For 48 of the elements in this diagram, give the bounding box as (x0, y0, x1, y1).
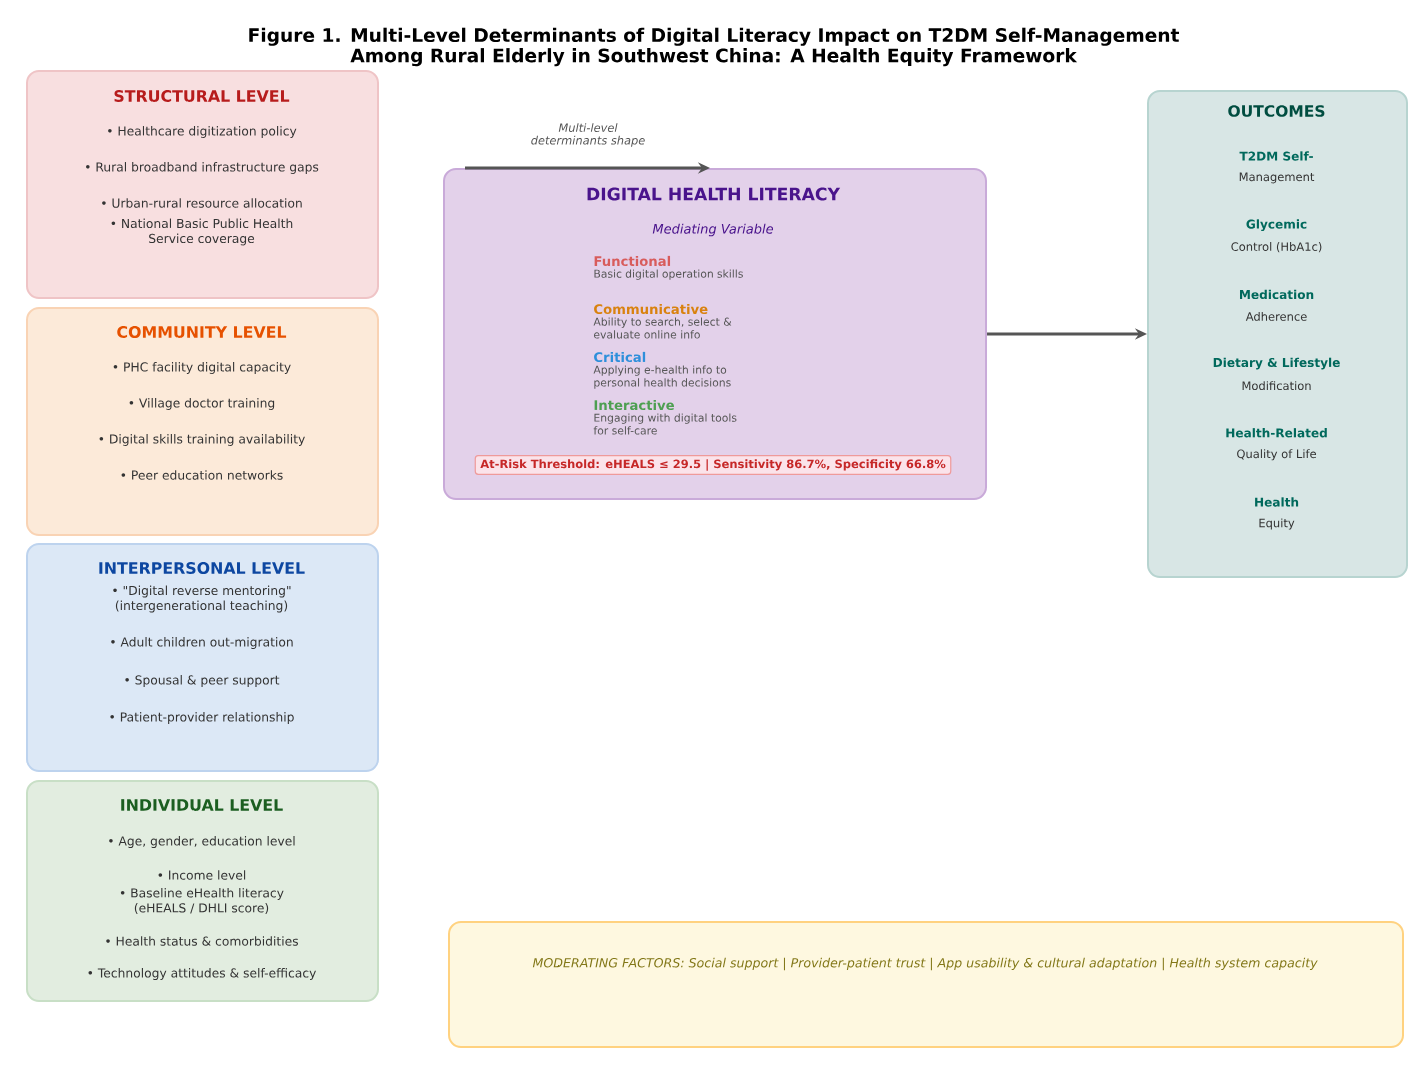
outcome-item: T2DM Self- (1239, 151, 1313, 161)
dimension-heading: Interactive (594, 399, 674, 411)
bullet-item: • Income level (158, 870, 246, 880)
bullet-item: • Baseline eHealth literacy (eHEALS / DHLI score) (120, 888, 284, 914)
factor-list: MODERATING FACTORS: Social support | Provider-patient trust | App usability & cultural adaptation | Health system capacity (532, 957, 1318, 971)
dimension-heading: Functional (594, 255, 671, 267)
bullet-item: • Patient-provider relationship (110, 712, 294, 724)
dimension-heading: Communicative (594, 303, 708, 315)
dimension-description: Ability to search, select & evaluate online info (593, 317, 732, 339)
bullet-item: • National Basic Public Health Service coverage (111, 218, 293, 246)
dimension-description: Basic digital operation skills (594, 269, 743, 280)
threshold-box: At-Risk Threshold: eHEALS ≤ 29.5 | Sensitivity 86.7%, Specificity 66.8% (474, 455, 952, 475)
bullet-item: • Peer education networks (121, 470, 283, 480)
bullet-item: • Rural broadband infrastructure gaps (86, 162, 319, 174)
box-subtitle: Mediating Variable (652, 223, 774, 237)
dimension-heading: Critical (594, 351, 646, 363)
outcome-item: Health (1255, 497, 1299, 507)
bullet-item: • Adult children out-migration (111, 637, 293, 649)
outcome-item: Dietary & Lifestyle (1213, 357, 1340, 370)
bullet-item: • "Digital reverse mentoring" (intergenerational teaching) (113, 585, 291, 613)
box-heading: INDIVIDUAL LEVEL (121, 799, 283, 811)
bullet-item: • Village doctor training (129, 398, 275, 410)
outcome-detail: Quality of Life (1237, 449, 1316, 461)
box-heading: COMMUNITY LEVEL (117, 326, 287, 338)
outcome-detail: Management (1239, 172, 1315, 184)
box-heading: DIGITAL HEALTH LITERACY (587, 187, 841, 201)
outcome-item: Glycemic (1246, 219, 1307, 232)
bullet-item: • Urban-rural resource allocation (102, 198, 302, 208)
box-heading: OUTCOMES (1228, 105, 1325, 117)
dimension-description: Engaging with digital tools for self-care (593, 413, 737, 435)
bullet-item: • Health status & comorbidities (106, 936, 298, 946)
bullet-item: • PHC facility digital capacity (113, 362, 291, 374)
bullet-item: • Healthcare digitization policy (108, 126, 297, 138)
bullet-item: • Technology attitudes & self-efficacy (88, 968, 316, 980)
outcome-detail: Control (HbA1c) (1231, 242, 1322, 253)
bullet-item: • Digital skills training availability (99, 434, 305, 446)
box-heading: INTERPERSONAL LEVEL (99, 562, 305, 574)
figure-title: Figure 1. Multi-Level Determinants of Digital Literacy Impact on T2DM Self-Management Among Rural Elderly in Southwest China: A Health Equity Framework (249, 27, 1179, 67)
box-heading: STRUCTURAL LEVEL (114, 90, 290, 102)
edge-label: Multi-level determinants shape (528, 121, 648, 149)
outcome-item: Medication (1240, 289, 1314, 300)
outcome-detail: Modification (1242, 381, 1311, 391)
dimension-description: Applying e-health info to personal health decisions (593, 365, 731, 389)
outcome-detail: Adherence (1245, 311, 1307, 321)
bullet-item: • Spousal & peer support (125, 675, 280, 687)
outcome-item: Health-Related (1226, 428, 1327, 438)
bullet-item: • Age, gender, education level (109, 836, 295, 848)
outcome-detail: Equity (1259, 518, 1295, 530)
